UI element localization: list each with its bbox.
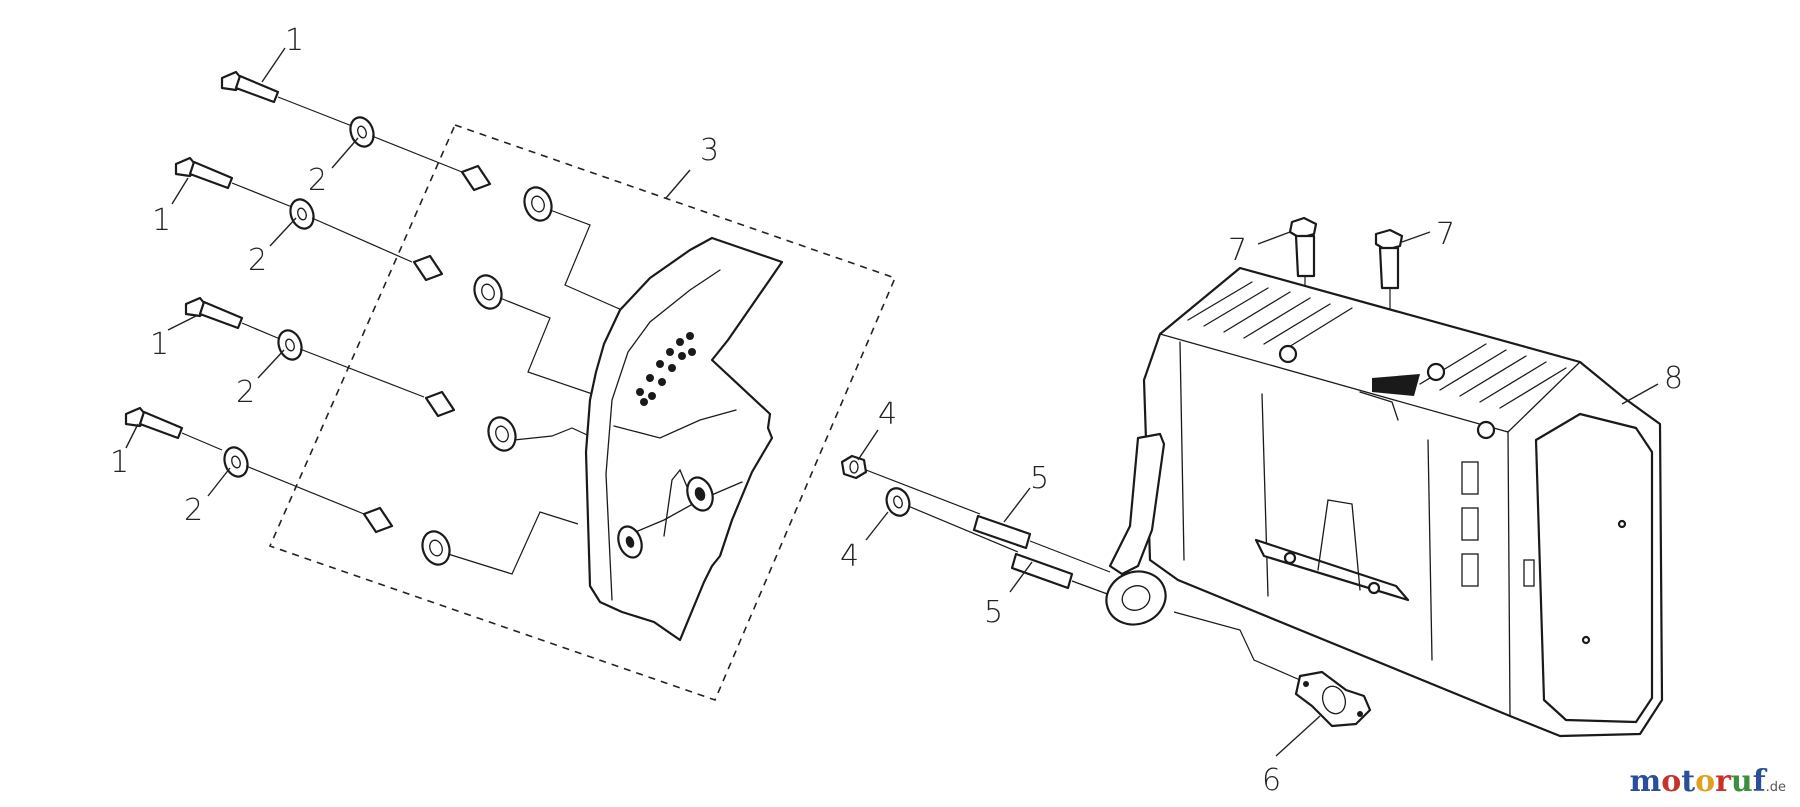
callout-4-top: 4 xyxy=(878,397,897,432)
callout-2-third: 2 xyxy=(236,375,255,410)
callout-2-second: 2 xyxy=(248,243,267,278)
callout-5-bottom: 5 xyxy=(984,595,1003,630)
callout-1-second: 1 xyxy=(152,203,171,238)
callout-1-bottom: 1 xyxy=(110,445,129,480)
callout-leader-lines xyxy=(125,47,1659,757)
watermark-letter: r xyxy=(1715,764,1731,799)
bolt-1-bottom xyxy=(124,406,223,451)
washer-2-top xyxy=(349,116,463,173)
muffler-inlet-flange xyxy=(1108,432,1166,576)
watermark-letter: m xyxy=(1629,764,1662,799)
heat-shield-3 xyxy=(584,236,784,642)
nut-4-bottom xyxy=(885,487,1019,553)
assembly-3-dashed-outline xyxy=(268,124,897,701)
callout-8: 8 xyxy=(1664,361,1683,396)
nut-4-top xyxy=(840,454,981,515)
washer-2-second xyxy=(289,198,413,263)
watermark-letter: o xyxy=(1661,764,1682,799)
muffler-side-slots xyxy=(1461,461,1535,587)
watermark-letter: o xyxy=(1695,764,1716,799)
watermark-tld: .de xyxy=(1765,780,1786,795)
callout-1-third: 1 xyxy=(150,327,169,362)
motoruf-watermark-logo: motoruf.de xyxy=(1629,764,1786,799)
callout-2-top: 2 xyxy=(308,163,327,198)
spacer-row-1 xyxy=(460,164,641,319)
callout-2-bottom: 2 xyxy=(184,493,203,528)
callout-3: 3 xyxy=(700,133,719,168)
callout-7-right: 7 xyxy=(1436,217,1455,252)
muffler-ribs xyxy=(1187,281,1567,409)
callout-7-left: 7 xyxy=(1228,233,1247,268)
callout-5-top: 5 xyxy=(1030,461,1049,496)
muffler-8 xyxy=(1105,266,1664,738)
watermark-letter: t xyxy=(1681,764,1696,799)
spacer-row-4 xyxy=(362,506,579,575)
bolt-1-second xyxy=(174,156,293,208)
watermark-letter: f xyxy=(1752,764,1766,799)
gasket-6 xyxy=(1173,611,1372,728)
watermark-letter: u xyxy=(1730,764,1753,799)
muffler-warning-decal xyxy=(1359,374,1420,421)
washer-2-third xyxy=(277,329,425,398)
callout-4-bottom: 4 xyxy=(840,539,859,574)
washer-2-bottom xyxy=(223,446,365,515)
spacer-row-3 xyxy=(424,390,599,452)
bolt-1-third xyxy=(184,296,281,340)
callout-6: 6 xyxy=(1262,763,1281,798)
heat-shield-vent-holes xyxy=(636,332,696,406)
spacer-row-2 xyxy=(412,254,611,401)
stud-5-top xyxy=(972,514,1111,573)
callout-1-top: 1 xyxy=(285,23,304,58)
bolt-1-top xyxy=(220,70,353,127)
muffler-top-bolts xyxy=(1278,344,1496,440)
